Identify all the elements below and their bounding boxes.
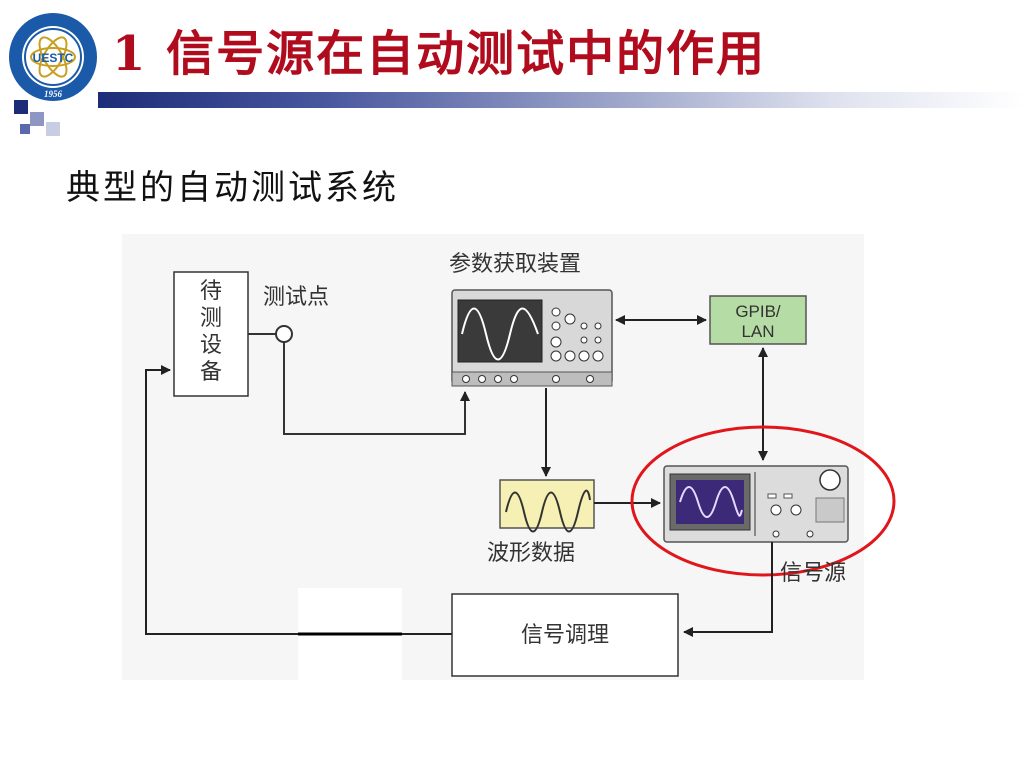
waveform-data-box (499, 479, 595, 529)
signal-conditioning-label: 信号调理 (521, 623, 609, 648)
dut-label-char: 设 (200, 333, 222, 358)
waveform-data-label: 波形数据 (487, 541, 575, 566)
title-underline-bar (98, 92, 1024, 108)
university-logo: UESTC 1956 (9, 13, 97, 101)
gpib-label: GPIB/ (735, 302, 781, 321)
signal-source-instrument (663, 465, 849, 543)
decor-square (20, 124, 30, 134)
slide-subtitle: 典型的自动测试系统 (66, 168, 399, 208)
decor-square (30, 112, 44, 126)
source-conditioning-line (683, 542, 773, 637)
logo-text: UESTC (33, 51, 74, 65)
dut-box (173, 271, 249, 397)
waveform-icon (505, 489, 591, 533)
signal-source-label: 信号源 (780, 561, 846, 586)
test-to-acquisition-line (283, 342, 470, 435)
signal-source-highlight (630, 425, 896, 577)
test-point-circle (275, 325, 293, 343)
dut-label-char: 待 (200, 279, 222, 304)
acquisition-label: 参数获取装置 (449, 252, 581, 277)
dut-label-char: 测 (200, 306, 222, 331)
decor-square (14, 100, 28, 114)
signal-conditioning-box (451, 593, 679, 677)
gpib-lan-box (709, 295, 807, 345)
acquisition-instrument (451, 289, 613, 387)
decor-square (46, 122, 60, 136)
test-point-label: 测试点 (263, 285, 329, 310)
dut-label-char: 备 (200, 360, 222, 385)
slide-title: 1 信号源在自动测试中的作用 (112, 26, 767, 82)
lan-label: LAN (741, 322, 774, 341)
logo-year: 1956 (44, 89, 63, 99)
